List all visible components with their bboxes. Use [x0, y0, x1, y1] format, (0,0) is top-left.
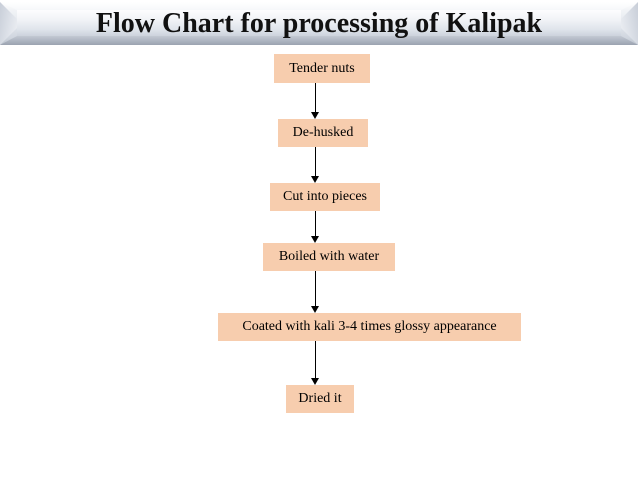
connector-shaft [315, 341, 316, 378]
flow-node-label: De-husked [292, 125, 354, 140]
flow-node-label: Dried it [298, 391, 342, 406]
slide-title-banner: Flow Chart for processing of Kalipak [0, 2, 638, 45]
connector-shaft [315, 147, 316, 176]
flow-connector-cut-into-pieces-to-boiled-with-water [309, 211, 322, 243]
flow-node-dried-it[interactable]: Dried it [286, 385, 354, 413]
flow-connector-de-husked-to-cut-into-pieces [309, 147, 322, 183]
flow-node-label: Boiled with water [278, 249, 380, 264]
connector-shaft [315, 271, 316, 306]
flow-node-label: Tender nuts [289, 60, 355, 76]
arrowhead-down-icon [311, 112, 319, 119]
flow-connector-coated-with-kali-to-dried-it [309, 341, 322, 385]
flow-node-boiled-with-water[interactable]: Boiled with water [263, 243, 395, 271]
flow-node-label: Coated with kali 3-4 times glossy appear… [242, 319, 497, 334]
flow-node-cut-into-pieces[interactable]: Cut into pieces [270, 183, 380, 211]
flow-node-label: Cut into pieces [283, 189, 367, 204]
title-banner-top-bevel [0, 2, 638, 10]
page-title: Flow Chart for processing of Kalipak [95, 7, 543, 39]
flow-connector-boiled-with-water-to-coated-with-kali [309, 271, 322, 313]
flow-node-de-husked[interactable]: De-husked [278, 119, 368, 147]
flow-node-coated-with-kali[interactable]: Coated with kali 3-4 times glossy appear… [218, 313, 521, 341]
flow-connector-tender-nuts-to-de-husked [309, 83, 322, 119]
flow-node-tender-nuts[interactable]: Tender nuts [274, 54, 370, 83]
title-banner-plate [17, 10, 621, 36]
arrowhead-down-icon [311, 176, 319, 183]
arrowhead-down-icon [311, 306, 319, 313]
title-banner-bottom-bevel [0, 36, 638, 45]
arrowhead-down-icon [311, 378, 319, 385]
connector-shaft [315, 211, 316, 236]
connector-shaft [315, 83, 316, 112]
arrowhead-down-icon [311, 236, 319, 243]
